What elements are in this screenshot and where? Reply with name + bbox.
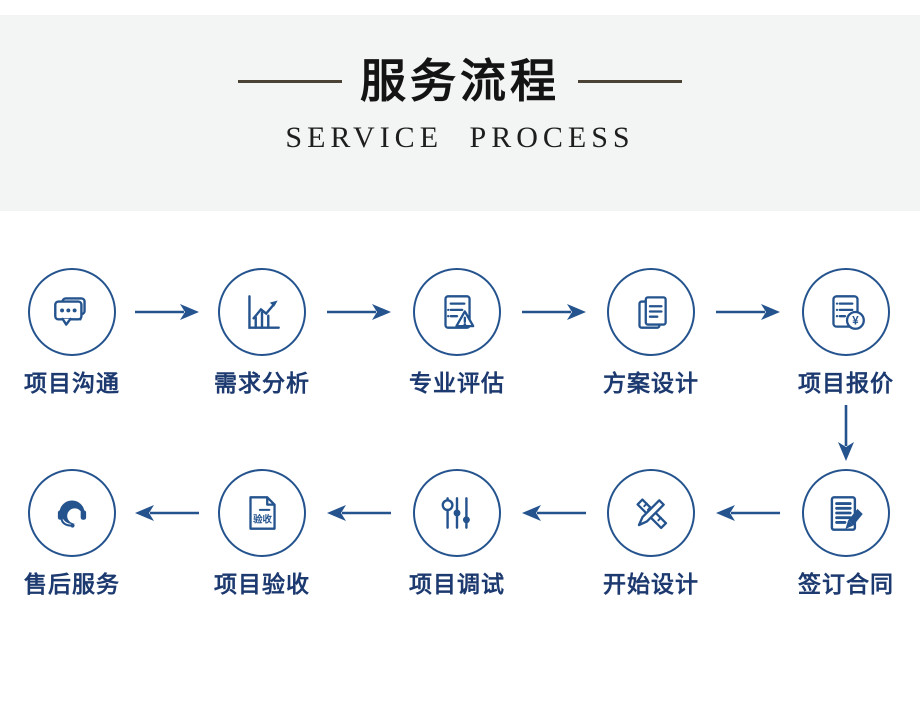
step-after-sales-service: 售后服务 (12, 469, 132, 599)
arrow-right-icon (521, 303, 587, 321)
document-warning-icon (444, 295, 475, 329)
step-project-communication: 项目沟通 (12, 268, 132, 398)
pencil-ruler-icon (636, 498, 668, 530)
step-circle (218, 268, 306, 356)
step-circle (413, 469, 501, 557)
step-circle (28, 469, 116, 557)
title-row: 服务流程 (238, 57, 682, 105)
arrow-left-icon (521, 504, 587, 522)
step-sign-contract: 签订合同 (786, 469, 906, 599)
acceptance-document-icon: 验收 (249, 496, 276, 530)
document-price-icon: ¥ (832, 295, 865, 330)
step-label: 需求分析 (214, 370, 310, 396)
step-professional-evaluation: 专业评估 (397, 268, 517, 398)
arrow-right-icon (134, 303, 200, 321)
title-line-right (578, 79, 682, 83)
yen-symbol: ¥ (852, 316, 859, 328)
step-circle: 验收 (218, 469, 306, 557)
step-circle (28, 268, 116, 356)
sliders-icon (441, 497, 470, 529)
step-circle (607, 268, 695, 356)
arrow-left-icon (134, 504, 200, 522)
step-label: 开始设计 (603, 571, 699, 597)
step-solution-design: 方案设计 (591, 268, 711, 398)
title-line-left (238, 79, 342, 83)
step-project-acceptance: 验收 项目验收 (202, 469, 322, 599)
step-label: 项目报价 (798, 370, 894, 396)
arrow-left-icon (715, 504, 781, 522)
section-header: 服务流程 SERVICE PROCESS (0, 15, 920, 211)
arrow-right-icon (326, 303, 392, 321)
step-project-quotation: ¥ 项目报价 (786, 268, 906, 398)
step-label: 方案设计 (603, 370, 699, 396)
step-circle (413, 268, 501, 356)
step-label: 专业评估 (409, 370, 505, 396)
page-subtitle: SERVICE PROCESS (285, 121, 635, 155)
page-title: 服务流程 (360, 55, 560, 107)
documents-icon (638, 296, 667, 329)
step-project-debugging: 项目调试 (397, 469, 517, 599)
acceptance-badge-text: 验收 (253, 513, 272, 524)
step-label: 项目沟通 (24, 370, 120, 396)
step-start-design: 开始设计 (591, 469, 711, 599)
contract-pen-icon (830, 496, 863, 531)
step-circle: ¥ (802, 268, 890, 356)
step-label: 项目验收 (214, 571, 310, 597)
step-requirement-analysis: 需求分析 (202, 268, 322, 398)
chat-icon (54, 297, 86, 326)
step-label: 签订合同 (798, 571, 894, 597)
step-label: 售后服务 (24, 571, 120, 597)
arrow-right-icon (715, 303, 781, 321)
step-label: 项目调试 (409, 571, 505, 597)
step-circle (802, 469, 890, 557)
step-circle (607, 469, 695, 557)
arrow-left-icon (326, 504, 392, 522)
bar-chart-icon (248, 295, 280, 329)
headset-icon (57, 500, 87, 528)
arrow-down-icon (837, 404, 855, 462)
